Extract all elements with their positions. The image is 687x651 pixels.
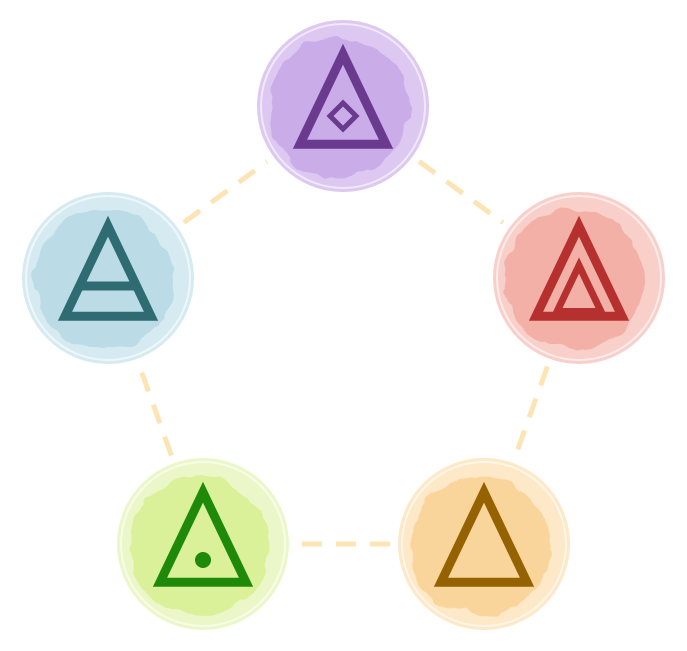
triangle-nested-icon (528, 215, 630, 321)
connector-line (417, 159, 505, 225)
node-rim (260, 23, 426, 189)
node-rim (496, 195, 662, 361)
element-node-earth (398, 458, 570, 630)
element-node-life (117, 458, 289, 630)
node-rim (25, 195, 191, 361)
connector-line (137, 365, 174, 457)
element-node-air (22, 192, 194, 364)
element-node-fire (493, 192, 665, 364)
element-nodes (22, 20, 665, 630)
connector-line (513, 365, 550, 457)
triangle-dot-icon (152, 481, 254, 587)
triangle-diamond-icon (292, 43, 394, 149)
triangle-icon (433, 481, 535, 587)
triangle-bar-icon (57, 215, 159, 321)
connector-lines (137, 159, 550, 547)
node-rim (120, 461, 286, 627)
connector-line (182, 159, 269, 225)
element-node-spirit (257, 20, 429, 192)
node-rim (401, 461, 567, 627)
